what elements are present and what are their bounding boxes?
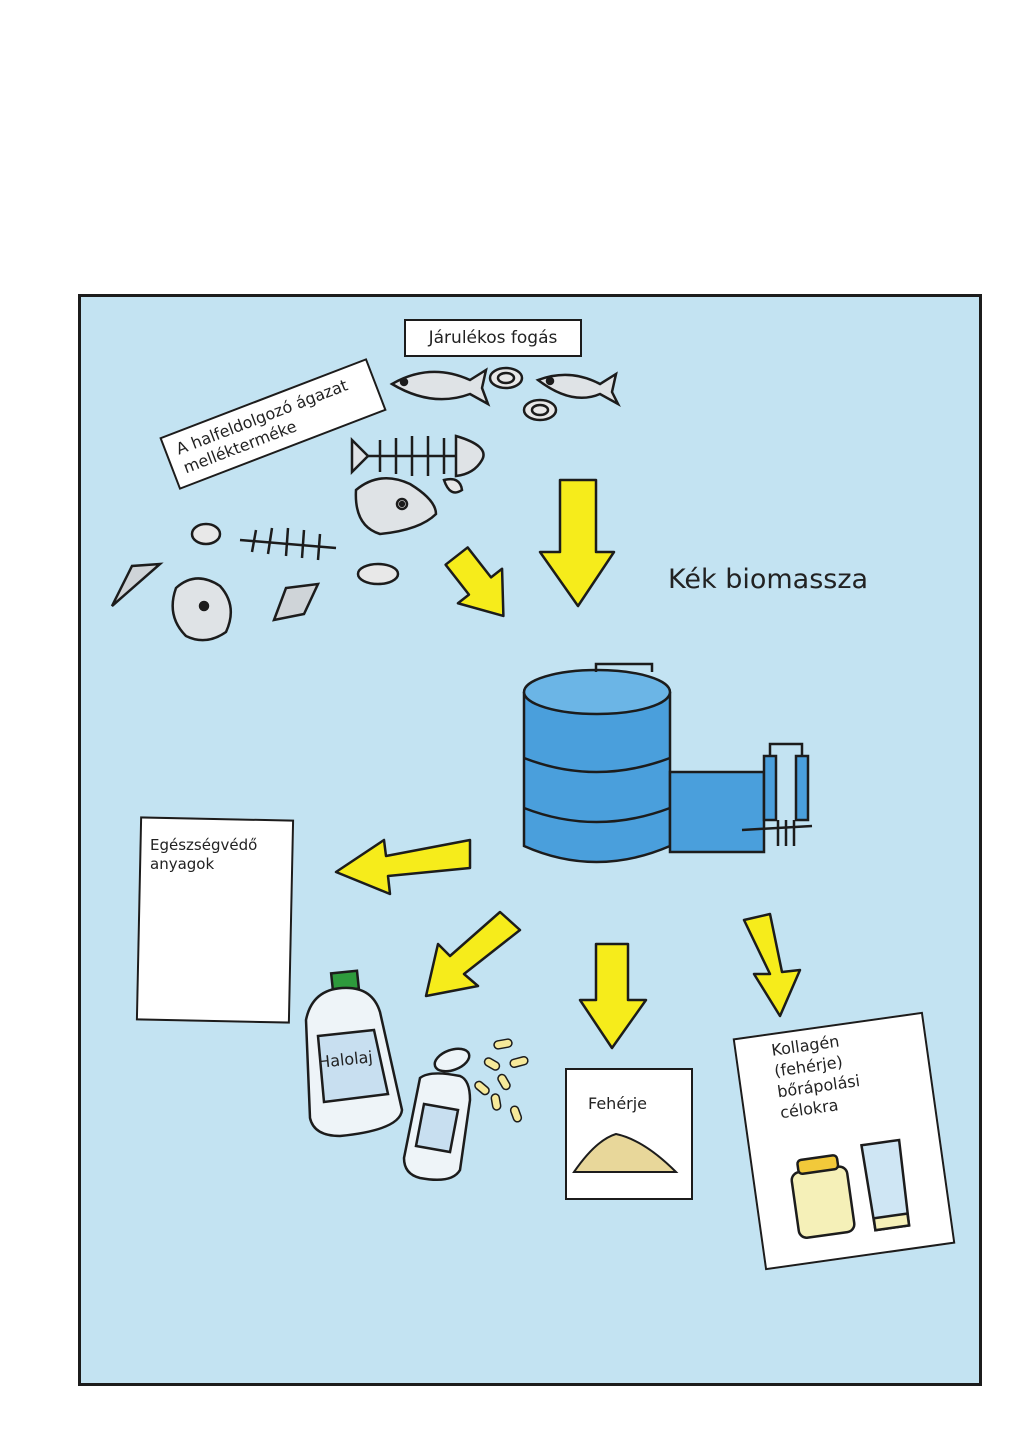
bycatch-text: Járulékos fogás	[428, 328, 558, 348]
fish-icon	[535, 371, 621, 408]
bottle-icon	[402, 1047, 472, 1181]
arrow-into-tank	[538, 478, 616, 608]
fish-skeleton-icon	[239, 527, 337, 561]
tank-icon	[522, 662, 813, 864]
health-text-line1: Egészségvédő	[150, 836, 258, 854]
health-label: Egészségvédő anyagok	[150, 836, 257, 874]
bottle-icon	[304, 969, 404, 1138]
collagen-label: Kollagén (fehérje) bőrápolási célokra	[770, 1023, 901, 1123]
fish-icon	[389, 367, 491, 407]
fish-skeleton-icon	[350, 434, 485, 478]
protein-card	[565, 1068, 693, 1200]
blue-biomass-label: Kék biomassza	[668, 564, 869, 595]
shell-icon	[190, 522, 400, 586]
fish-head-icon	[354, 477, 438, 536]
protein-label: Fehérje	[588, 1094, 648, 1113]
arrow-to-oil	[424, 910, 522, 998]
shell-icon	[488, 366, 558, 422]
capsule-icon	[474, 1038, 529, 1123]
arrow-into-tank	[444, 546, 505, 618]
arrow-to-collagen	[742, 912, 802, 1018]
fish-skin-icon	[110, 562, 321, 622]
health-text-line2: anyagok	[150, 855, 215, 873]
shell-icon	[442, 477, 464, 494]
fish-head-icon	[171, 577, 233, 642]
arrow-to-health	[334, 838, 472, 896]
arrow-to-protein	[578, 942, 648, 1050]
bycatch-label: Járulékos fogás	[404, 319, 582, 357]
